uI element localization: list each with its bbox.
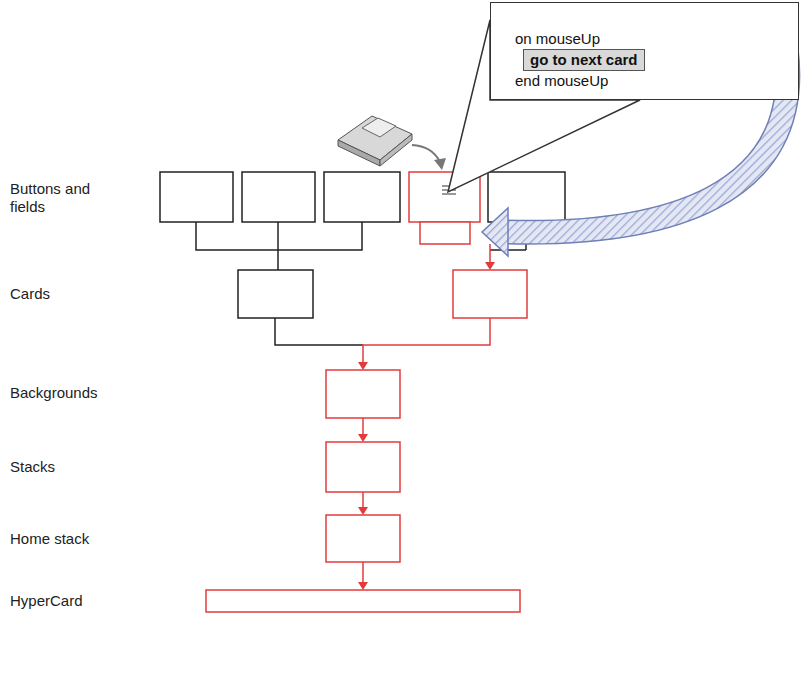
script-callout: on mouseUp go to next cardend mouseUp (490, 2, 799, 100)
row-label: Home stack (10, 530, 150, 548)
mouse-illustration (338, 116, 446, 170)
row-label: Stacks (10, 458, 150, 476)
script-line: end mouseUp (515, 72, 608, 89)
black-boxes (160, 172, 565, 318)
row-label: Cards (10, 285, 120, 303)
red-boxes (206, 172, 527, 612)
tree-lines (196, 222, 526, 345)
row-label: Buttons and fields (10, 180, 110, 216)
row-label: Backgrounds (10, 384, 150, 402)
script-line: go to next card (523, 49, 645, 71)
row-label: HyperCard (10, 592, 160, 610)
script-line: on mouseUp (515, 30, 600, 47)
